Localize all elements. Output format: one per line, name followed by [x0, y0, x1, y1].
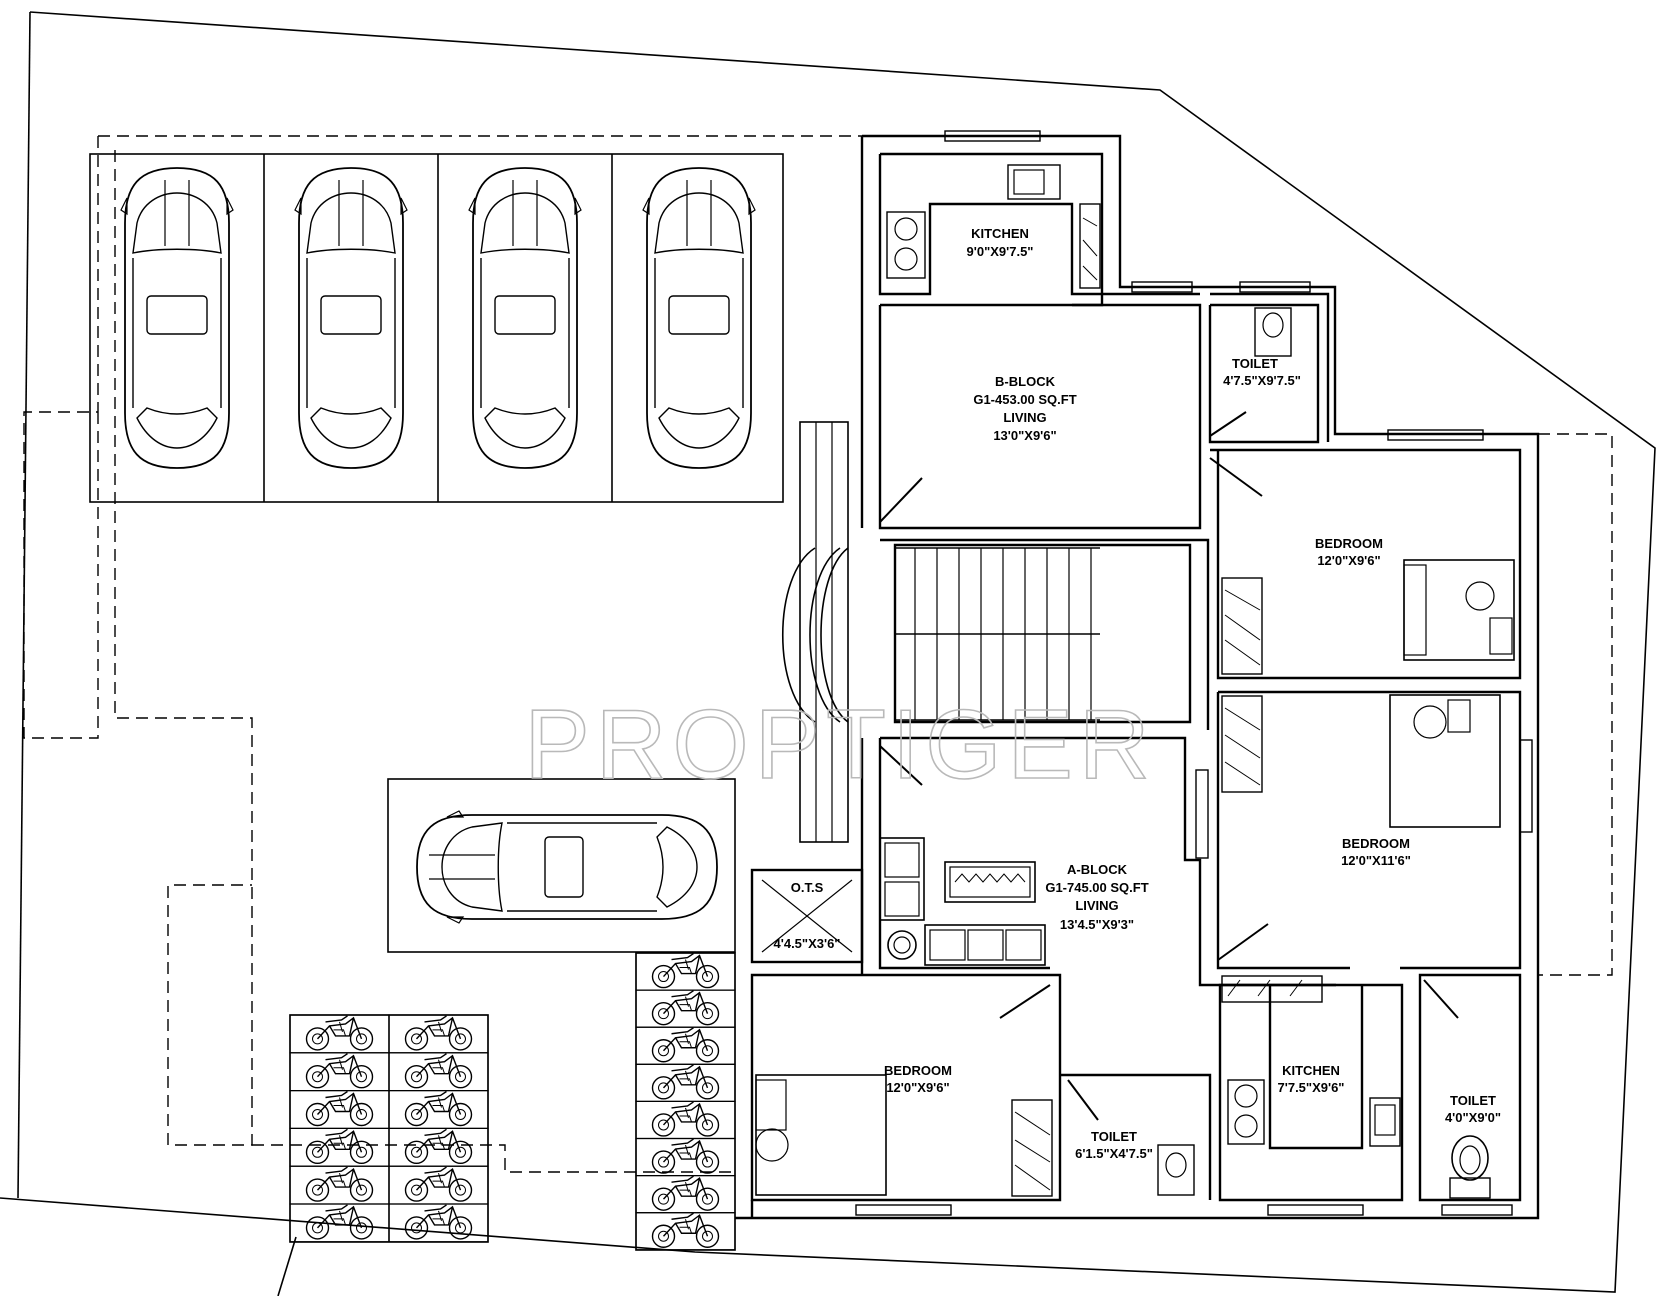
ots-size: 4'4.5"X3'6" [774, 936, 841, 951]
bike-bay [635, 1063, 736, 1103]
a-block-title: A-BLOCK [1067, 862, 1128, 877]
bike-bay [635, 1026, 736, 1065]
living-furniture [879, 837, 1046, 966]
toilet-b-label: TOILET [1232, 356, 1278, 371]
bike-bay [635, 1137, 736, 1177]
toilet-a1-label: TOILET [1091, 1129, 1137, 1144]
entry-line [277, 1236, 297, 1296]
wardrobes [1011, 577, 1323, 1197]
car-icon [642, 167, 756, 469]
motorbike-icon [404, 1166, 473, 1202]
bedroom-3-label: BEDROOM [884, 1063, 952, 1078]
b-block-title: B-BLOCK [995, 374, 1056, 389]
motorbike-icon [305, 1052, 374, 1089]
toilet-a2-label: TOILET [1450, 1093, 1496, 1108]
toilet-fixtures [1157, 307, 1491, 1199]
kitchen-a-label: KITCHEN [1282, 1063, 1340, 1078]
motorbike-icon [404, 1128, 473, 1165]
car-icon [120, 167, 234, 469]
kitchen-b-size: 9'0"X9'7.5" [967, 244, 1034, 259]
bedroom-2-size: 12'0"X11'6" [1341, 853, 1411, 868]
motorbike-icon [305, 1166, 374, 1202]
bike-bay [635, 989, 736, 1028]
watermark: PROPTIGER [524, 689, 1155, 799]
doors [879, 411, 1459, 1121]
bike-bay [388, 1203, 489, 1243]
motorbike-icon [305, 1015, 374, 1051]
bedroom-1-label: BEDROOM [1315, 536, 1383, 551]
motorbike-icon [404, 1052, 473, 1089]
b-block-living-label: LIVING [1003, 410, 1046, 425]
motorbike-icon [651, 989, 720, 1026]
windows [855, 130, 1533, 1216]
kitchen-b-label: KITCHEN [971, 226, 1029, 241]
building-walls [735, 134, 1540, 1220]
kitchen-fixtures [886, 164, 1401, 1147]
motorbike-icon [404, 1015, 473, 1051]
motorbike-icon [404, 1090, 473, 1127]
motorbike-icon [305, 1128, 374, 1165]
motorbike-icon [651, 1064, 720, 1100]
motorbike-icon [651, 952, 720, 989]
bike-bay [635, 1174, 736, 1214]
car-bay [387, 778, 736, 953]
a-block-living-size: 13'4.5"X9'3" [1060, 917, 1134, 932]
bedroom-3-size: 12'0"X9'6" [886, 1080, 949, 1095]
motorbike-parking [289, 952, 736, 1251]
motorbike-icon [305, 1090, 374, 1127]
bike-bay [635, 1212, 736, 1251]
car-icon [294, 167, 408, 469]
bike-bay [635, 952, 736, 991]
motorbike-icon [651, 1101, 720, 1137]
bedroom-2-label: BEDROOM [1342, 836, 1410, 851]
b-block-area: G1-453.00 SQ.FT [973, 392, 1076, 407]
dashed-outlines [23, 135, 1613, 1173]
beds [755, 559, 1515, 1196]
motorbike-icon [651, 1027, 720, 1063]
a-block-area: G1-745.00 SQ.FT [1045, 880, 1148, 895]
car-icon [468, 167, 582, 469]
toilet-a1-size: 6'1.5"X4'7.5" [1075, 1146, 1153, 1161]
bedroom-1-size: 12'0"X9'6" [1317, 553, 1380, 568]
a-block-living-label: LIVING [1075, 898, 1118, 913]
motorbike-icon [651, 1138, 720, 1174]
room-labels: KITCHEN 9'0"X9'7.5" B-BLOCK G1-453.00 SQ… [774, 226, 1502, 1161]
motorbike-icons [305, 952, 720, 1248]
car-icon [416, 810, 718, 924]
kitchen-a-size: 7'7.5"X9'6" [1278, 1080, 1345, 1095]
motorbike-icon [651, 1175, 720, 1211]
bike-bay [635, 1100, 736, 1140]
car-parking-row [89, 153, 784, 503]
ots-label: O.T.S [791, 880, 824, 895]
staircase [782, 421, 1100, 843]
toilet-b-size: 4'7.5"X9'7.5" [1223, 373, 1301, 388]
motorbike-icon [651, 1212, 720, 1248]
toilet-a2-size: 4'0"X9'0" [1445, 1110, 1501, 1125]
site-boundary [0, 11, 1656, 1293]
b-block-living-size: 13'0"X9'6" [993, 428, 1056, 443]
